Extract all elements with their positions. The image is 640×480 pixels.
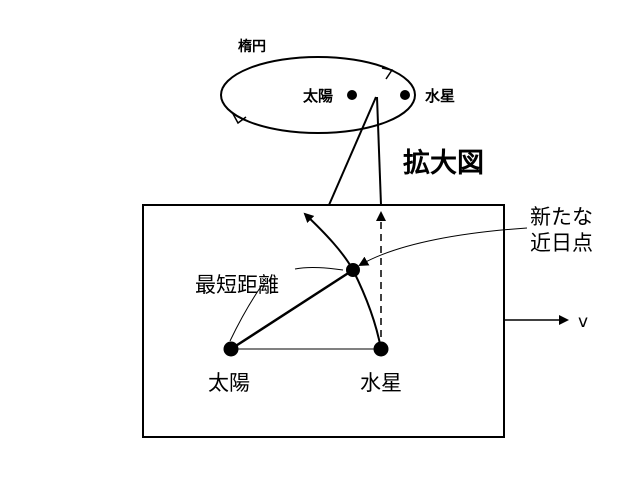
sun-dot-top [347, 90, 357, 100]
new-perihelion-dot [346, 263, 360, 277]
shortest-distance-line [230, 268, 354, 351]
new-perihelion-label-line2: 近日点 [530, 231, 593, 255]
mercury-label-top: 水星 [425, 87, 455, 105]
mercury-label-zoom: 水星 [360, 371, 402, 395]
ellipse-label: 楕円 [238, 38, 266, 55]
orbit-direction-mark-right [381, 67, 394, 80]
shortest-distance-pointer [229, 284, 263, 342]
sun-label-top: 太陽 [303, 87, 333, 105]
velocity-label: v [578, 312, 588, 332]
shortest-distance-label: 最短距離 [195, 273, 279, 297]
sun-dot-zoom [223, 341, 239, 357]
mercury-dot-zoom [373, 341, 389, 357]
mercury-dot-top [400, 90, 410, 100]
zoom-box [142, 204, 505, 438]
zoom-wedge-left [328, 96, 377, 206]
curved-trajectory [303, 212, 382, 350]
sun-label-zoom: 太陽 [208, 371, 250, 395]
shortest-distance-pointer-top [294, 266, 344, 271]
new-perihelion-pointer [358, 227, 528, 266]
new-perihelion-label-line1: 新たな [530, 205, 593, 229]
zoom-wedge-right [376, 96, 382, 206]
orbit-ellipse [220, 56, 416, 134]
zoom-title: 拡大図 [403, 148, 484, 179]
orbit-direction-mark-left [231, 111, 247, 125]
